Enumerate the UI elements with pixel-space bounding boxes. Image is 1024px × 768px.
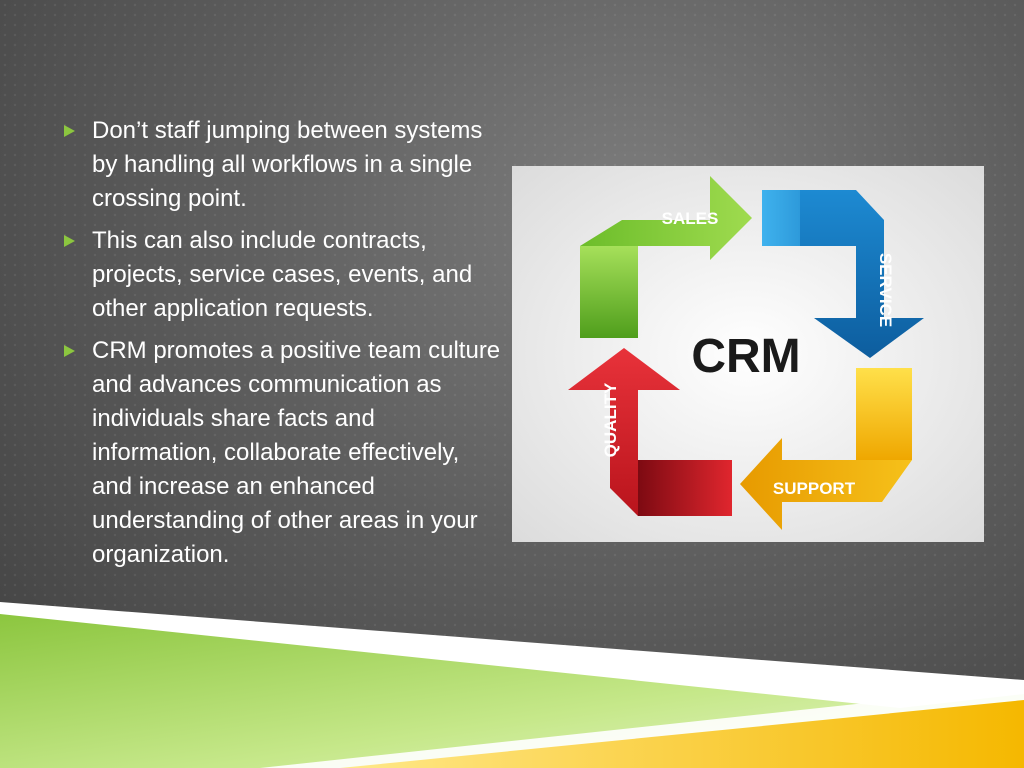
bullet-text: This can also include contracts, project…	[92, 227, 473, 322]
bullet-list: Don’t staff jumping between systems by h…	[62, 114, 502, 580]
crm-center-label: CRM	[691, 330, 800, 383]
bullet-item: This can also include contracts, project…	[62, 224, 502, 326]
bullet-item: Don’t staff jumping between systems by h…	[62, 114, 502, 216]
support-label: SUPPORT	[773, 479, 856, 498]
quality-label: QUALITY	[601, 382, 620, 457]
triangle-bullet-icon	[64, 125, 75, 137]
bullet-item: CRM promotes a positive team culture and…	[62, 334, 502, 572]
bullet-text: CRM promotes a positive team culture and…	[92, 337, 501, 568]
quality-arrow: QUALITY	[568, 348, 732, 516]
sales-arrow: SALES	[580, 176, 752, 338]
sales-label: SALES	[662, 209, 719, 228]
bullet-text: Don’t staff jumping between systems by h…	[92, 117, 483, 212]
service-label: SERVICE	[876, 253, 895, 327]
triangle-bullet-icon	[64, 235, 75, 247]
crm-cycle-svg: SALES SERVICE SUPPORT QUALITY CRM	[512, 166, 984, 542]
service-arrow: SERVICE	[762, 190, 924, 358]
footer-yellow-band	[340, 700, 1024, 768]
crm-cycle-diagram: SALES SERVICE SUPPORT QUALITY CRM	[512, 166, 984, 542]
footer-swoosh	[0, 602, 1024, 768]
triangle-bullet-icon	[64, 345, 75, 357]
support-arrow: SUPPORT	[740, 368, 912, 530]
